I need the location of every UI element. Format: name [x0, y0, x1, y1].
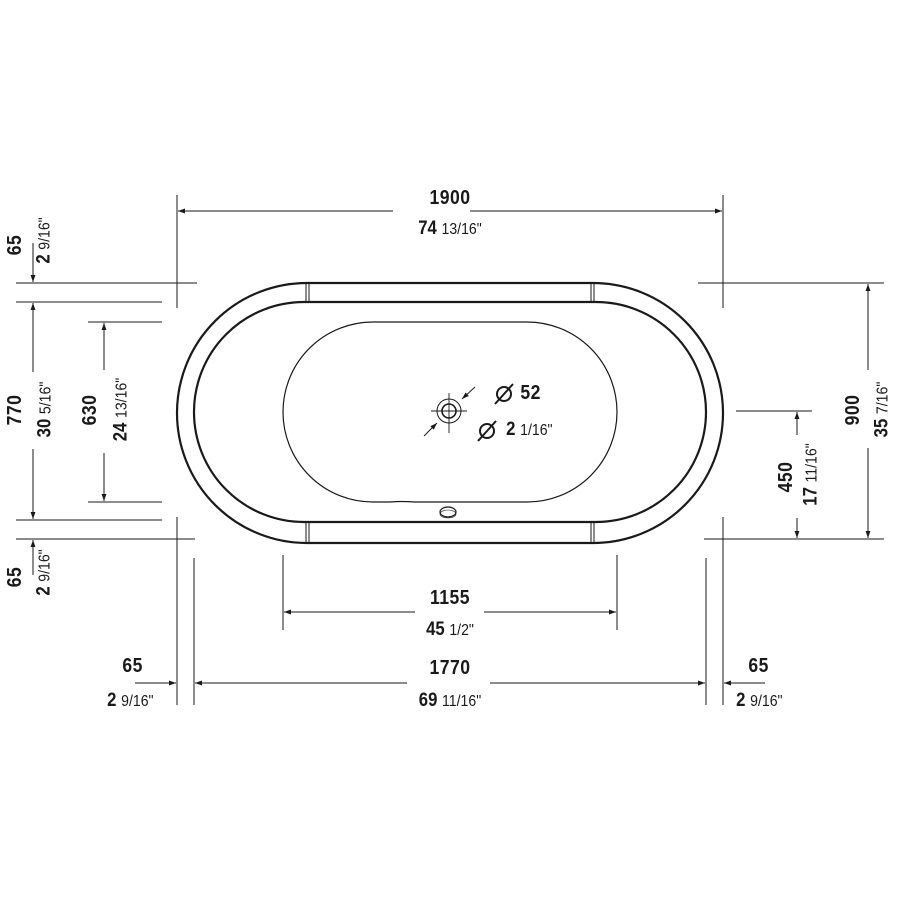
basin-outline	[282, 321, 618, 503]
inner-length-mm: 1770	[429, 657, 471, 679]
drain-offset-mm: 450	[775, 461, 797, 493]
rim-right-inch: 2 9/16"	[736, 691, 782, 710]
inch-whole: 2	[736, 690, 746, 711]
inch-fraction: 13/16"	[441, 221, 482, 238]
inch-fraction: 1/2"	[449, 622, 474, 639]
inch-fraction: 9/16"	[36, 549, 54, 582]
basin-length-mm: 1155	[430, 587, 470, 609]
inch-whole: 2	[33, 254, 55, 264]
outer-rim	[175, 281, 725, 545]
inch-whole: 17	[800, 487, 822, 506]
diameter-symbols	[477, 383, 514, 442]
overall-length-mm: 1900	[429, 187, 471, 209]
rim-right-mm: 65	[748, 655, 769, 677]
inch-fraction: 1/16"	[520, 422, 553, 439]
overall-width-mm: 900	[842, 394, 864, 426]
rim-bottom-inch: 2 9/16"	[33, 537, 55, 607]
overflow-icon	[439, 506, 457, 518]
dimension-lines	[30, 208, 871, 686]
overall-width-inch: 35 7/16"	[871, 370, 893, 449]
inch-whole: 45	[426, 619, 445, 640]
overall-length-inch: 74 13/16"	[380, 219, 521, 238]
inch-fraction: 9/16"	[750, 693, 783, 710]
rim-bottom-mm: 65	[4, 566, 26, 588]
inch-whole: 24	[110, 422, 132, 442]
rim-left-mm: 65	[122, 655, 143, 677]
drain-diameter-inch: 2 1/16"	[506, 420, 552, 439]
basin-width-mm: 630	[79, 394, 101, 426]
drain-icon	[423, 386, 476, 437]
rim-top-inch: 2 9/16"	[33, 205, 55, 275]
inner-width-inch: 30 5/16"	[34, 366, 56, 454]
inch-fraction: 13/16"	[113, 377, 131, 418]
inch-fraction: 11/16"	[442, 693, 482, 710]
drain-offset-inch: 17 11/16"	[800, 431, 822, 519]
rim-top-mm: 65	[4, 234, 26, 256]
inch-fraction: 9/16"	[121, 693, 154, 710]
basin-width-inch: 24 13/16"	[110, 361, 132, 458]
inch-whole: 2	[107, 690, 117, 711]
extension-lines	[16, 195, 884, 705]
inch-fraction: 7/16"	[874, 381, 892, 415]
inner-width-mm: 770	[4, 394, 26, 426]
inch-whole: 30	[34, 418, 56, 438]
inch-fraction: 9/16"	[36, 217, 54, 250]
drain-diameter-mm: 52	[520, 382, 541, 404]
basin-length-inch: 45 1/2"	[388, 620, 511, 639]
bathtub-outline	[175, 281, 725, 545]
inch-fraction: 11/16"	[803, 443, 821, 483]
rim-left-inch: 2 9/16"	[107, 691, 153, 710]
inch-whole: 2	[33, 586, 55, 596]
inch-whole: 35	[871, 418, 893, 438]
inch-whole: 74	[418, 218, 437, 239]
inner-rim	[192, 300, 708, 524]
inch-fraction: 5/16"	[37, 381, 55, 415]
rim-seams	[305, 283, 595, 543]
inch-whole: 69	[418, 690, 438, 711]
inner-length-inch: 69 11/16"	[384, 691, 516, 710]
inch-whole: 2	[506, 419, 516, 440]
